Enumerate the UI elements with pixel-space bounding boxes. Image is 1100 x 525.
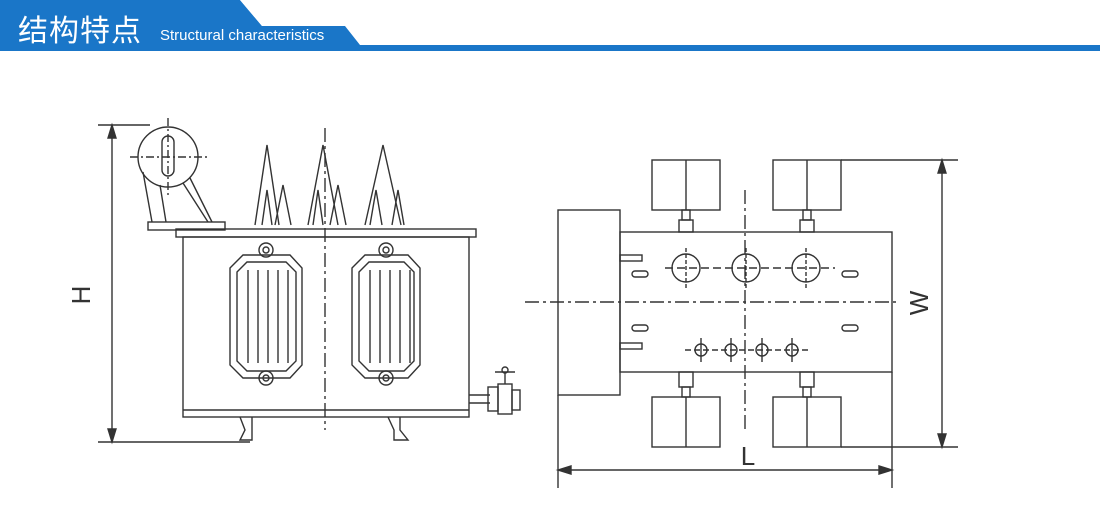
hv-bushing-holes [665,248,835,288]
side-view: H [66,118,521,445]
foot-left [238,416,253,441]
height-label: H [66,286,96,305]
section-title-en: Structural characteristics [160,27,325,44]
top-view: W L [525,157,958,488]
radiator-blocks [651,159,842,448]
length-label: L [741,441,755,471]
bushing-icons [254,144,405,226]
radiator-left [229,242,303,386]
tank-body [182,236,470,418]
lv-bushing-holes [685,338,808,362]
radiator-right [351,242,421,386]
width-label: W [904,290,934,315]
section-header: 结构特点 Structural characteristics [0,0,1100,52]
foot-right [387,416,410,441]
header-banner [0,0,1100,51]
drain-valve-icon [469,366,521,415]
section-title-cn: 结构特点 [18,14,142,49]
